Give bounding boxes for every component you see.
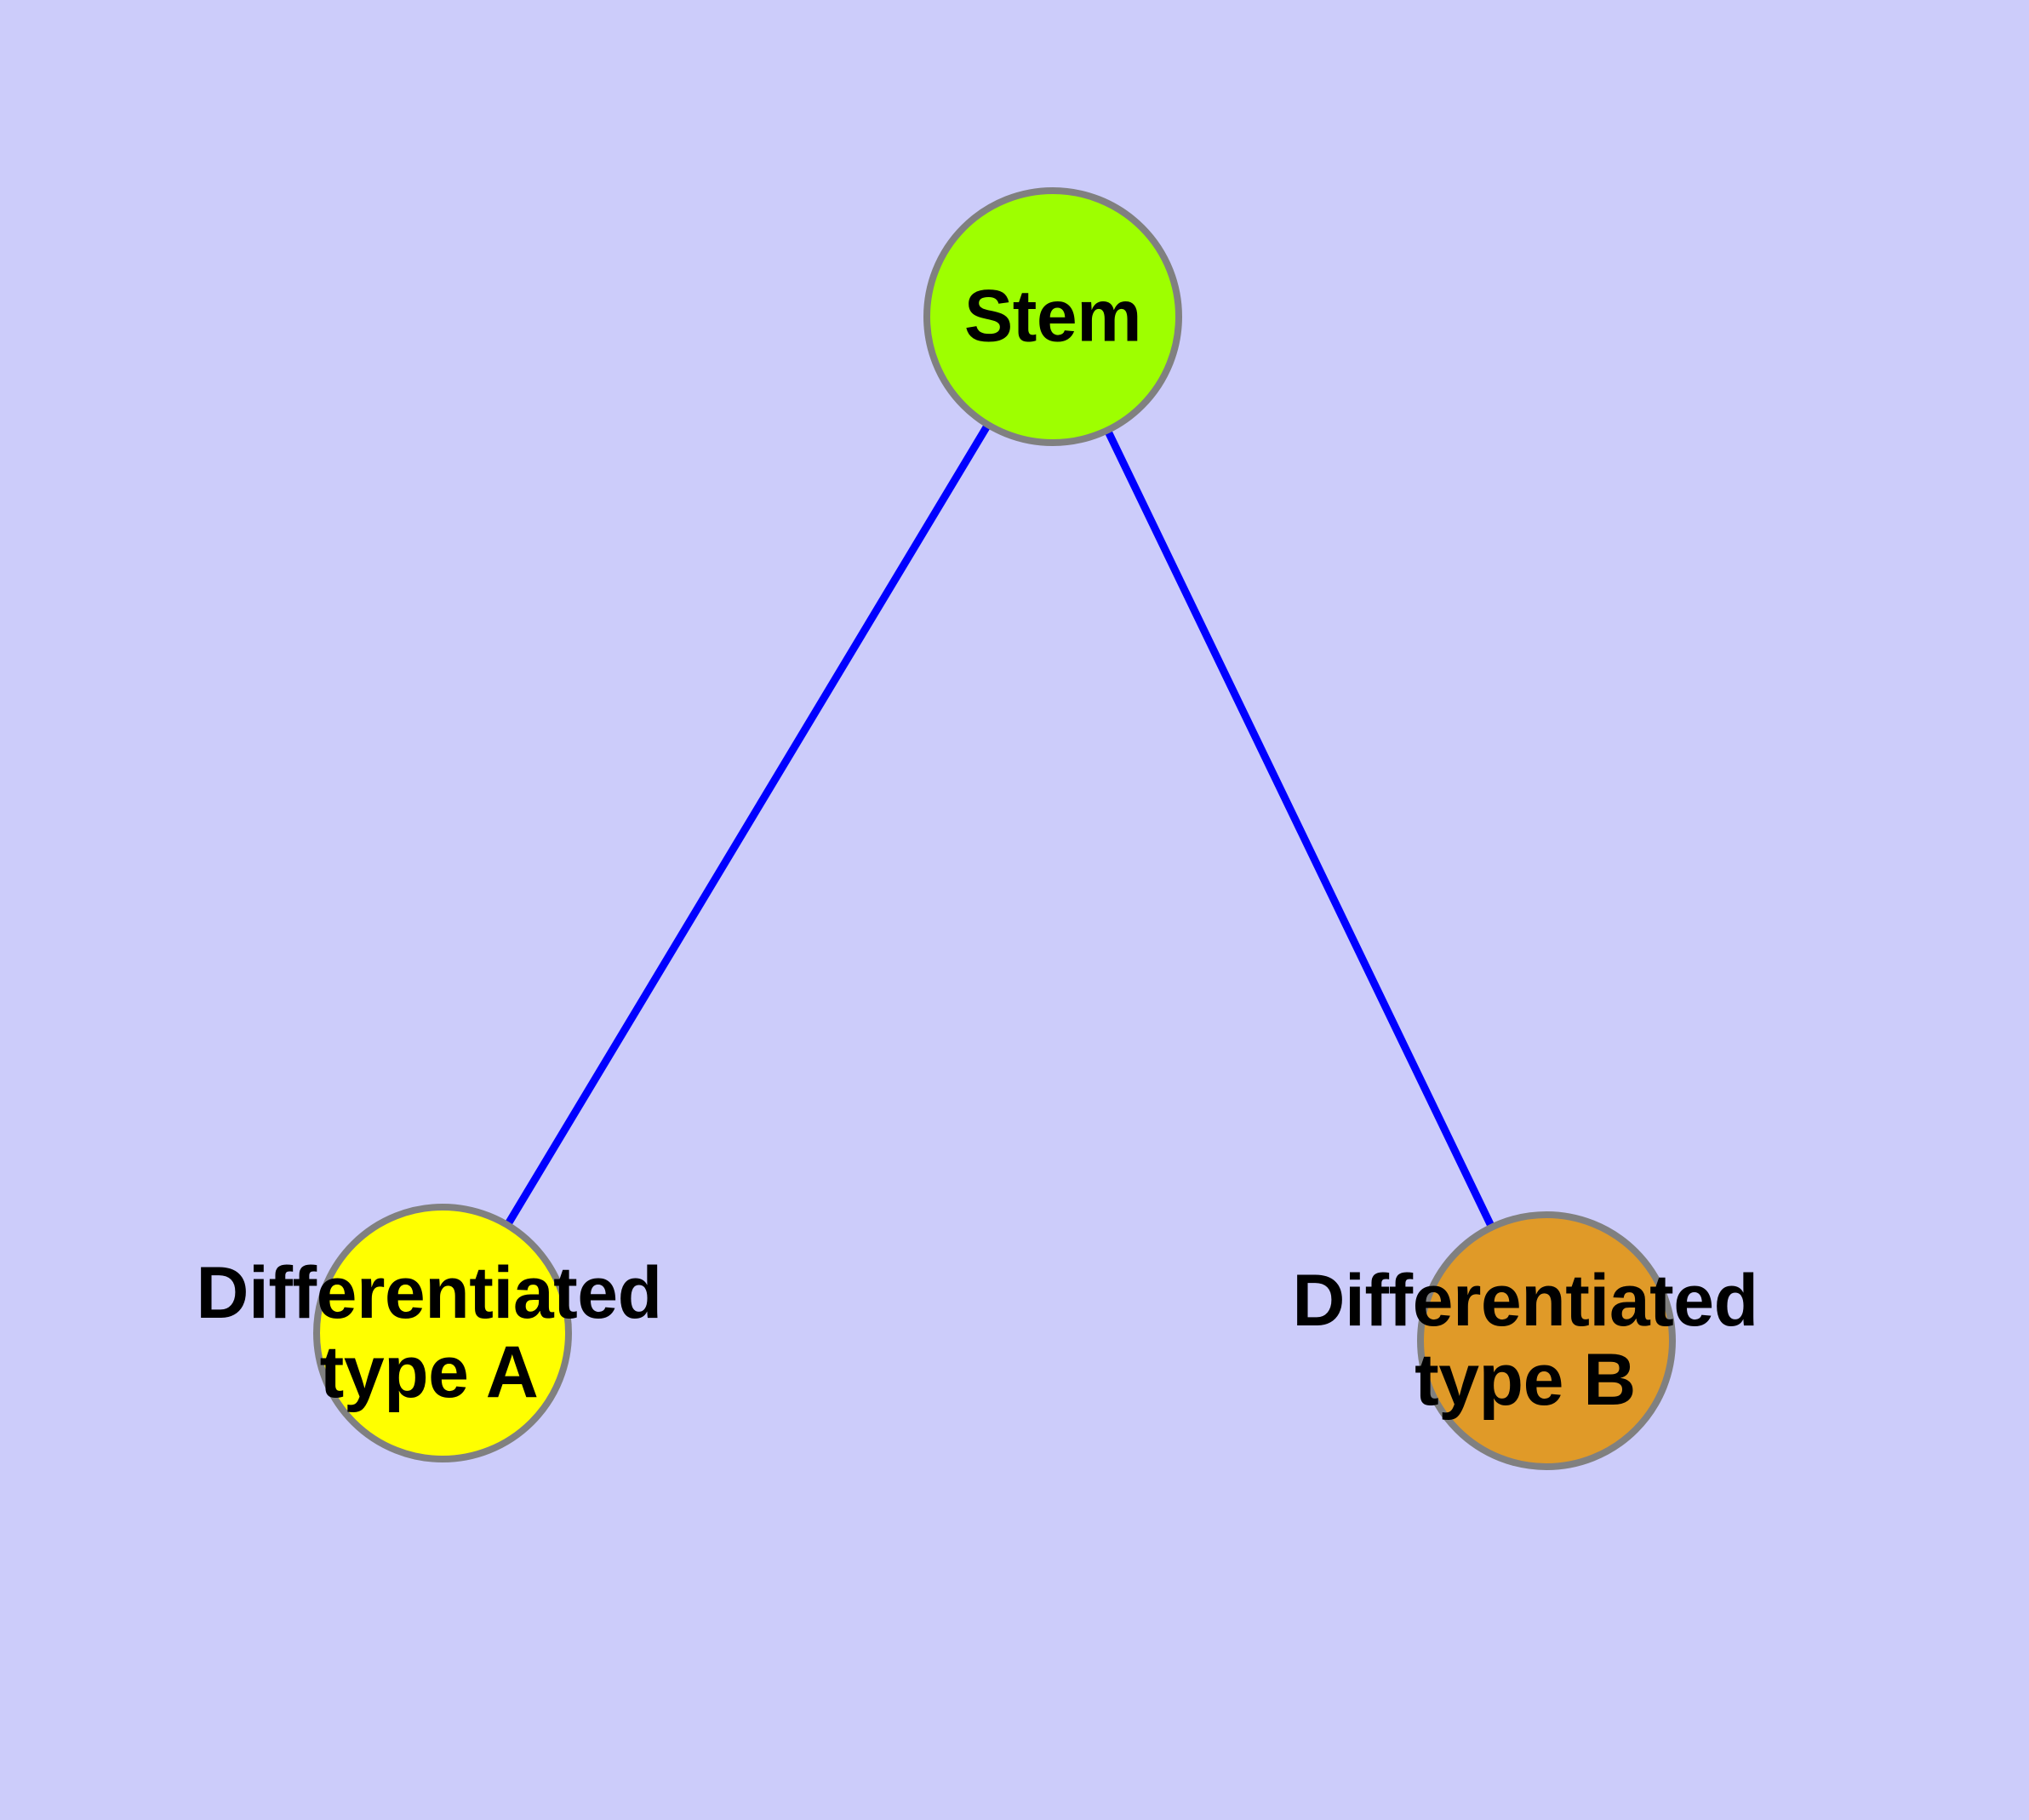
node-differentiated-type-b[interactable] [1417, 1211, 1676, 1470]
node-label-diff-a-line1: Differentiated [196, 1252, 662, 1335]
node-layer [313, 187, 1676, 1470]
node-stem[interactable] [923, 187, 1182, 446]
node-label-diff-a-line2: type A [319, 1331, 539, 1413]
node-differentiated-type-a[interactable] [313, 1204, 572, 1462]
node-label-stem-text: Stem [963, 275, 1142, 358]
node-label-diff-b-line2: type B [1415, 1339, 1636, 1421]
node-label-stem: Stem [963, 275, 1142, 358]
edge-stem-to-type-a[interactable] [500, 416, 995, 1233]
edge-layer [500, 416, 1498, 1236]
edge-stem-to-type-b[interactable] [1101, 421, 1498, 1236]
node-label-diff-b-line1: Differentiated [1292, 1260, 1758, 1342]
